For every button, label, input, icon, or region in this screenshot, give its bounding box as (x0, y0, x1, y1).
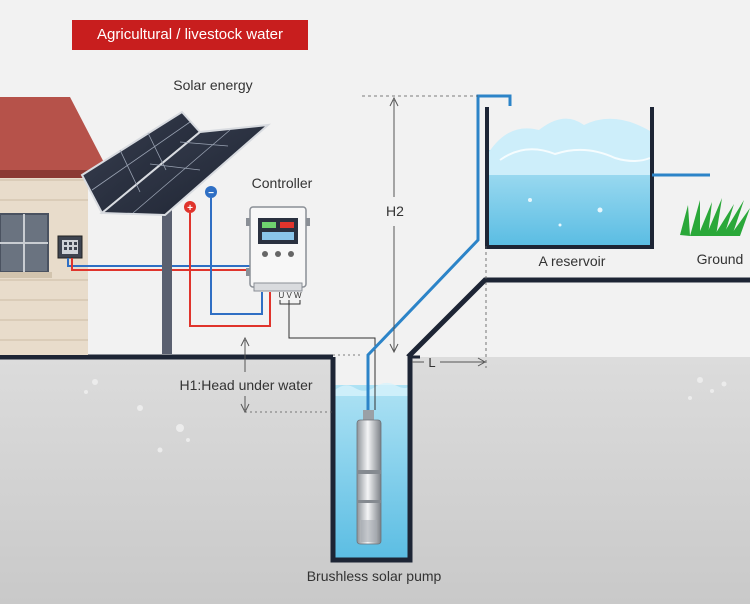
solar-panel-icon (80, 110, 272, 217)
dimension-l (412, 246, 487, 368)
l-label: L (428, 355, 435, 370)
meter-box-icon (57, 235, 83, 259)
dimension-h1 (240, 336, 362, 414)
wire-house-positive (71, 258, 250, 271)
title-banner: Agricultural / livestock water (72, 20, 308, 50)
raised-ground-line (406, 277, 750, 359)
underground-area (0, 357, 750, 604)
house (0, 97, 112, 355)
pump-cable (288, 300, 376, 410)
uvw-label: U V W (278, 291, 302, 300)
pump (356, 410, 382, 545)
controller-box (246, 206, 310, 292)
solar-energy-label: Solar energy (173, 77, 252, 93)
solar-post (162, 200, 172, 354)
reservoir-tank (485, 107, 654, 249)
wire-panel-positive (189, 213, 271, 327)
grass-icon (680, 198, 750, 236)
dimension-h2 (362, 95, 478, 354)
h2-label: H2 (386, 203, 404, 219)
minus-label: − (208, 188, 214, 199)
controller-label: Controller (252, 175, 313, 191)
reservoir-label: A reservoir (539, 253, 606, 269)
plus-label: + (187, 203, 193, 214)
h1-label: H1:Head under water (179, 377, 312, 393)
delivery-pipe (366, 94, 512, 410)
wire-house-negative (67, 258, 250, 267)
positive-terminal-icon (184, 201, 196, 213)
wire-panel-negative (210, 198, 263, 315)
ground-label: Ground (697, 251, 744, 267)
pump-label: Brushless solar pump (307, 568, 442, 584)
negative-terminal-icon (205, 186, 217, 198)
